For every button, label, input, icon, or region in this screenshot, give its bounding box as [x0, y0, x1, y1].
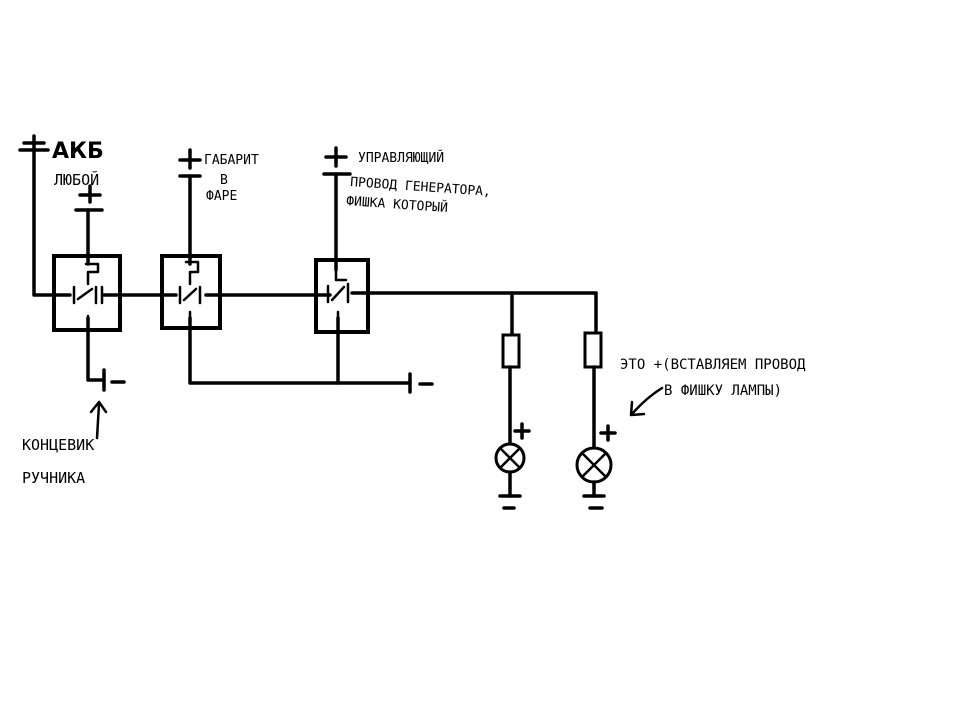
- gabarit-label-line1: ГАБАРИТ: [204, 153, 259, 168]
- note-label-line2: В ФИШКУ ЛАМПЫ): [664, 383, 782, 399]
- resistor-2: [583, 331, 603, 369]
- handbrake-label-line2: РУЧНИКА: [22, 469, 85, 487]
- resistor-1: [501, 333, 521, 369]
- note-label-line1: ЭТО +(ВСТАВЛЯЕМ ПРОВОД: [620, 357, 806, 373]
- gabarit-label-line3: ФАРЕ: [206, 189, 237, 204]
- control-label-line1: УПРАВЛЯЮЩИЙ: [358, 150, 444, 166]
- control-label-line3: ФИШКА КОТОРЫЙ: [346, 193, 449, 216]
- battery-plus-terminal: [18, 134, 50, 152]
- lamp-1: [494, 442, 526, 474]
- note-arrow: [629, 386, 664, 417]
- lamp-2: [575, 446, 613, 484]
- akb-label: АКБ: [52, 139, 104, 164]
- handbrake-label-line1: КОНЦЕВИК: [22, 436, 94, 454]
- main-bus-wire: [32, 148, 72, 297]
- any-label: ЛЮБОЙ: [54, 170, 99, 189]
- handbrake-switch-wire: [86, 316, 106, 382]
- gabarit-label-line2: В: [220, 173, 228, 188]
- ground-wire: [188, 316, 412, 385]
- handbrake-switch-arrow: [89, 400, 108, 440]
